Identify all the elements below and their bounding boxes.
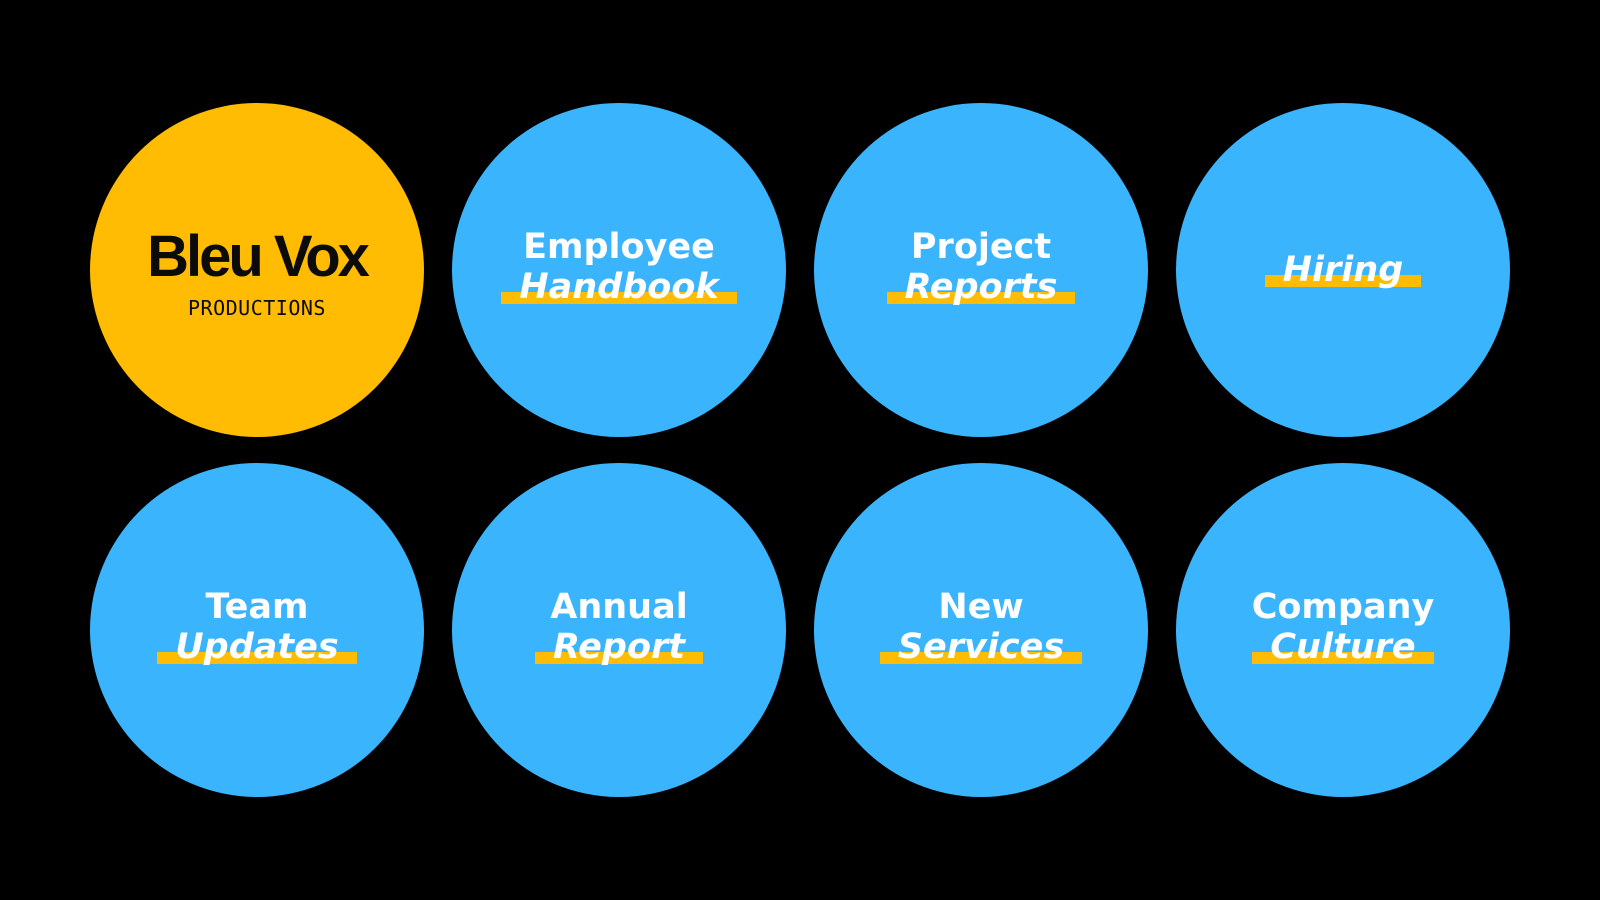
tile-label: Employee Handbook <box>501 227 737 307</box>
tile-annual-report[interactable]: Annual Report <box>452 463 786 797</box>
brand-logo-circle: Bleu Vox PRODUCTIONS <box>90 103 424 437</box>
tile-label: Team Updates <box>157 587 358 667</box>
tile-label: Project Reports <box>886 227 1076 307</box>
tile-employee-handbook[interactable]: Employee Handbook <box>452 103 786 437</box>
tile-label-line1: New <box>938 587 1024 627</box>
tile-team-updates[interactable]: Team Updates <box>90 463 424 797</box>
tile-label-line1: Project <box>910 227 1052 267</box>
tile-label-line2: Handbook <box>501 267 737 307</box>
tile-label-line2: Services <box>879 627 1083 667</box>
tile-company-culture[interactable]: Company Culture <box>1176 463 1510 797</box>
brand-name: Bleu Vox <box>147 224 370 289</box>
tile-hiring[interactable]: Hiring <box>1176 103 1510 437</box>
tile-label: Company Culture <box>1252 587 1435 667</box>
tile-label: Annual Report <box>534 587 704 667</box>
tile-label-line1: Employee <box>523 227 715 267</box>
tile-label-line2: Report <box>534 627 704 667</box>
tile-label-line1: Team <box>205 587 309 627</box>
tile-project-reports[interactable]: Project Reports <box>814 103 1148 437</box>
tile-label-line1: Company <box>1251 587 1435 627</box>
tile-label: New Services <box>879 587 1083 667</box>
tile-label-line1: Annual <box>550 587 688 627</box>
tile-label-line2: Hiring <box>1264 250 1422 290</box>
tile-label-line2: Updates <box>157 627 358 667</box>
tile-label: Hiring <box>1264 244 1422 290</box>
tile-label-line2: Reports <box>886 267 1076 307</box>
brand-subtitle: PRODUCTIONS <box>188 296 326 320</box>
tile-label-line2: Culture <box>1252 627 1434 667</box>
tile-new-services[interactable]: New Services <box>814 463 1148 797</box>
